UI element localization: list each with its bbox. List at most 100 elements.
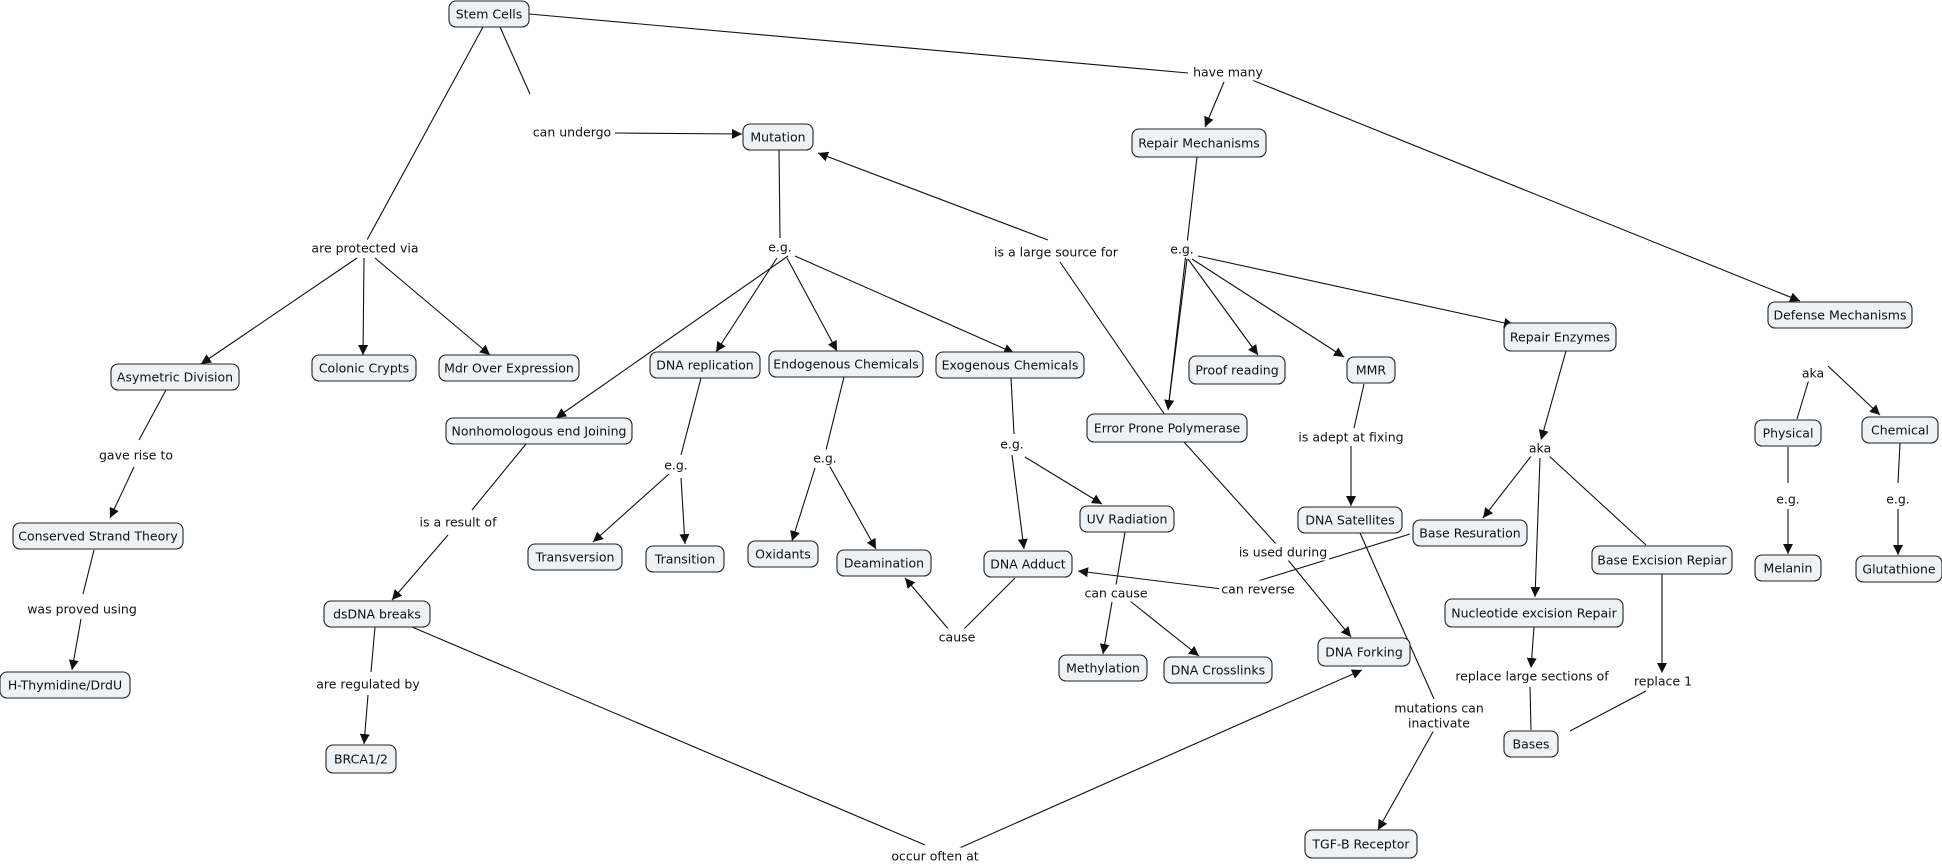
connector-line [828,464,877,550]
connector-line [528,13,1189,74]
node-box [0,671,131,699]
link-label-text: e.g. [664,458,688,473]
concept-node-forking[interactable]: DNA Forking [1317,637,1411,667]
concept-node-crypts[interactable]: Colonic Crypts [311,354,417,382]
link-label-text: is used during [1239,545,1327,560]
concept-node-glutathione[interactable]: Glutathione [1855,555,1942,583]
node-label: MMR [1356,363,1387,378]
concept-node-bases[interactable]: Bases [1503,730,1559,758]
concept-node-repair-enz[interactable]: Repair Enzymes [1503,322,1617,352]
link-label-gave-rise: gave rise to [97,446,175,464]
link-label-background [1168,240,1196,258]
node-box [1855,555,1942,583]
concept-node-uv[interactable]: UV Radiation [1079,505,1175,533]
node-label: DNA Adduct [990,557,1065,572]
concept-node-oxidants[interactable]: Oxidants [747,540,819,568]
connector-line [1538,350,1567,441]
link-label-can-undergo: can undergo [530,123,614,141]
concept-node-chemical[interactable]: Chemical [1861,416,1939,444]
connector-line [680,377,702,456]
connector-line [1204,81,1225,128]
node-box [1412,519,1528,547]
connector-line [794,255,1015,354]
concept-node-defense[interactable]: Defense Mechanisms [1767,301,1913,329]
connector-line [82,549,95,595]
concept-node-brca[interactable]: BRCA1/2 [325,744,397,774]
concept-node-epp[interactable]: Error Prone Polymerase [1086,413,1248,443]
link-label-text: aka [1802,366,1824,381]
node-box [448,0,530,28]
link-label-protected-via: are protected via [309,239,421,257]
connector-line [68,618,82,671]
node-label: Base Resuration [1419,526,1520,541]
concept-node-transversion[interactable]: Transversion [527,543,623,571]
concept-node-exo[interactable]: Exogenous Chemicals [935,351,1085,379]
node-box [1079,505,1175,533]
node-box [1188,355,1286,385]
connector-line [1183,441,1277,545]
node-box [1861,416,1939,444]
link-label-background [1453,667,1612,685]
concept-node-crosslinks[interactable]: DNA Crosslinks [1163,656,1273,684]
concept-node-satellites[interactable]: DNA Satellites [1297,506,1403,534]
concept-node-ber[interactable]: Base Excision Repiar [1591,545,1733,575]
link-label-text: was proved using [27,602,137,617]
node-box [1591,545,1733,575]
node-box [747,540,819,568]
link-label-dnarep-eg: e.g. [662,456,690,474]
node-label: Colonic Crypts [319,361,409,376]
node-box [1767,301,1913,329]
connector-line [109,466,135,519]
concept-node-repair-mech[interactable]: Repair Mechanisms [1131,128,1267,158]
concept-node-conserved[interactable]: Conserved Strand Theory [12,522,184,550]
node-label: Mutation [750,130,805,145]
node-label: Repair Enzymes [1510,330,1610,345]
concept-node-mutation[interactable]: Mutation [742,123,814,151]
concept-node-melanin[interactable]: Melanin [1754,554,1822,582]
concept-node-mmr[interactable]: MMR [1346,356,1396,384]
concept-node-physical[interactable]: Physical [1754,419,1822,447]
node-box [768,350,924,378]
concept-node-endo[interactable]: Endogenous Chemicals [768,350,924,378]
node-box [1304,829,1418,859]
link-label-text: e.g. [1776,492,1800,507]
concept-node-deamination[interactable]: Deamination [836,549,932,577]
link-label-text: e.g. [1170,242,1194,257]
concept-node-stem[interactable]: Stem Cells [448,0,530,28]
connector-line [370,626,376,673]
connector-line [786,257,838,352]
concept-node-ner[interactable]: Nucleotide excision Repair [1444,598,1624,628]
concept-node-methylation[interactable]: Methylation [1058,654,1148,682]
concept-node-proof[interactable]: Proof reading [1188,355,1286,385]
concept-node-transition[interactable]: Transition [645,545,725,573]
link-label-replace-1: replace 1 [1631,672,1695,690]
concept-node-dsdna[interactable]: dsDNA breaks [323,600,431,628]
link-label-proved-using: was proved using [25,600,139,618]
connector-lines [68,13,1903,851]
node-label: Chemical [1871,423,1929,438]
node-box [836,549,932,577]
node-box [311,354,417,382]
concept-node-adduct[interactable]: DNA Adduct [983,550,1073,578]
concept-node-baseres[interactable]: Base Resuration [1412,519,1528,547]
link-label-text: e.g. [1000,437,1024,452]
node-label: Stem Cells [456,7,523,22]
concept-node-hthym[interactable]: H-Thymidine/DrdU [0,671,131,699]
link-label-mut-eg: e.g. [766,238,794,256]
concept-node-mdr[interactable]: Mdr Over Expression [438,354,580,382]
node-box [1346,356,1396,384]
node-label: Conserved Strand Theory [18,529,178,544]
node-box [1058,654,1148,682]
connector-line [1353,383,1365,429]
node-label: TGF-B Receptor [1311,837,1410,852]
connector-line [1529,686,1532,731]
link-label-background [530,123,614,141]
link-label-regulated-by: are regulated by [314,675,423,693]
connector-line [1164,258,1188,411]
concept-node-nhej[interactable]: Nonhomologous end Joining [445,417,633,445]
concept-node-dnarep[interactable]: DNA replication [649,351,761,379]
connector-line [1059,261,1166,416]
concept-node-tgfb[interactable]: TGF-B Receptor [1304,829,1418,859]
node-label: dsDNA breaks [333,607,421,622]
concept-node-asym[interactable]: Asymetric Division [110,363,240,391]
